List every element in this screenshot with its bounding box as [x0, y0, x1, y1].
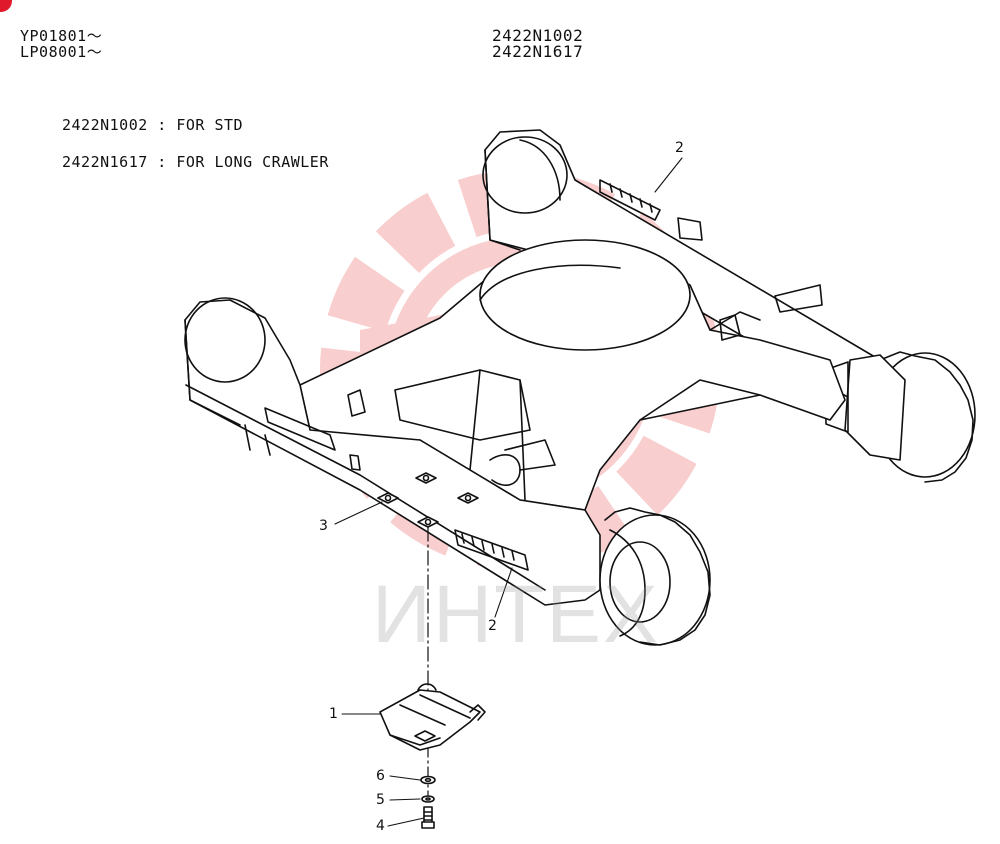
leader-lines	[334, 157, 683, 827]
serial-line-2: LP08001～	[20, 43, 103, 61]
right-sprocket	[824, 351, 976, 483]
assembly-numbers: 2422N1002 2422N1617	[492, 28, 583, 60]
callout-2-bottom: 2	[488, 618, 497, 634]
callout-6: 6	[376, 768, 385, 784]
bracket-part-1	[379, 683, 486, 751]
watermark-text: ИНТЕХ	[372, 569, 660, 660]
callout-2-top: 2	[675, 140, 684, 156]
washer-part-5	[421, 795, 435, 803]
mounting-pads	[377, 472, 479, 528]
assembly-number-1: 2422N1002	[492, 26, 584, 45]
callout-5: 5	[376, 792, 385, 808]
callout-3: 3	[319, 518, 328, 534]
washer-part-6	[420, 775, 436, 785]
note-long-crawler: 2422N1617 : FOR LONG CRAWLER	[62, 153, 329, 171]
note-std: 2422N1002 : FOR STD	[62, 116, 244, 134]
front-track-frame	[184, 297, 601, 606]
bolt-part-4	[421, 806, 435, 829]
assembly-number-2: 2422N1617	[492, 42, 584, 61]
callout-1: 1	[329, 706, 338, 722]
serial-range: YP01801～ LP08001～	[20, 28, 102, 60]
center-frame	[299, 239, 846, 511]
serial-line-1: YP01801～	[20, 27, 103, 45]
front-sprocket	[599, 507, 711, 646]
callout-4: 4	[376, 818, 385, 834]
